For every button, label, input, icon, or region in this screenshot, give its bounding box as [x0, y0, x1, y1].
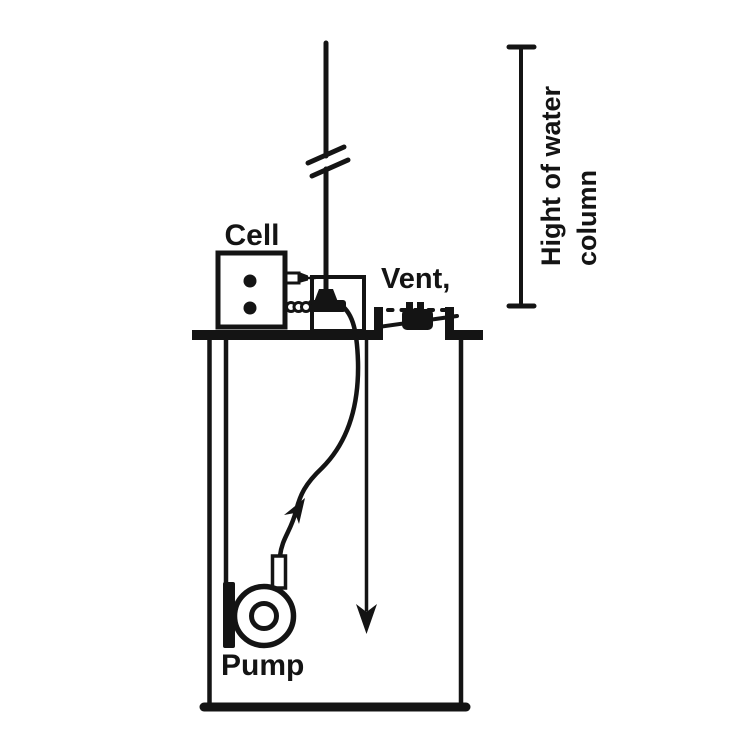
vent-valve-icon: [376, 302, 459, 330]
cell-terminals: [243, 274, 257, 315]
standpipe: [305, 40, 351, 294]
height-label-line2: column: [572, 169, 602, 266]
pump-label: Pump: [221, 649, 305, 682]
height-of-water-column-label: Hight of water column: [533, 86, 605, 266]
cell-box: [215, 250, 288, 330]
cell-connectors: [284, 271, 317, 313]
down-arrow-icon: [356, 604, 377, 634]
height-label-line1: Hight of water: [536, 86, 566, 266]
flow-tube: [277, 300, 361, 559]
flow-arrow-icon: [284, 498, 305, 524]
cell-label: Cell: [224, 219, 280, 252]
lid: [192, 307, 483, 340]
down-tube: [356, 332, 377, 634]
vessel: [199, 333, 471, 712]
vent-label: Vent,: [381, 263, 451, 295]
pump-mount: [223, 337, 235, 648]
pipe-break-icon: [305, 144, 351, 179]
height-bracket: [506, 44, 537, 309]
pump-icon: [231, 554, 297, 649]
tube-stopper: [308, 289, 346, 312]
